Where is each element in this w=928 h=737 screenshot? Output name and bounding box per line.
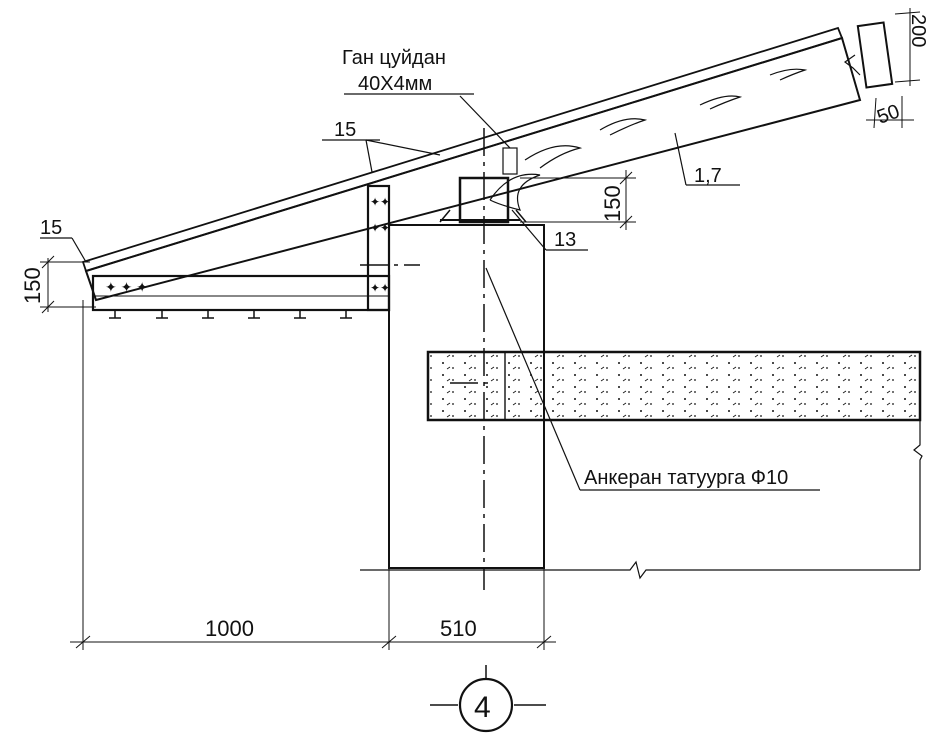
dim-cornice-150: 150	[20, 267, 45, 304]
steel-strap-label-1: Ган цуйдан	[342, 47, 446, 69]
break-lines	[360, 54, 923, 580]
svg-text:✦✦: ✦✦	[370, 195, 390, 209]
dimension-lines	[40, 170, 636, 650]
rafter	[84, 36, 862, 302]
leader-lines	[40, 93, 820, 491]
cornice-box: ✦ ✦ ✦ ✦✦ ✦✦ ✦✦	[91, 184, 390, 319]
dim-rafter-200: 200	[907, 14, 928, 47]
mark-1-7-label: 1,7	[694, 165, 722, 187]
anchor-bolt-label: Анкеран татуурга Ф10	[584, 467, 788, 489]
dim-plate-150: 150	[600, 185, 625, 222]
layer-15-left-label: 15	[40, 217, 62, 239]
detail-marker	[430, 665, 546, 733]
rafter-section	[856, 8, 921, 129]
layer-15-top-label: 15	[334, 119, 356, 141]
svg-text:✦✦: ✦✦	[370, 281, 390, 295]
roof-deck	[81, 26, 844, 273]
concrete-slab	[426, 350, 922, 422]
detail-number: 4	[474, 691, 491, 724]
dim-overhang-1000: 1000	[205, 616, 254, 641]
svg-text:✦ ✦ ✦: ✦ ✦ ✦	[105, 279, 148, 295]
steel-strap-label-2: 40X4мм	[358, 73, 432, 95]
mark-13-label: 13	[554, 229, 576, 251]
dim-rafter-50: 50	[874, 100, 902, 128]
dim-wall-510: 510	[440, 616, 477, 641]
anchor-axis	[360, 128, 488, 590]
svg-text:✦✦: ✦✦	[370, 221, 390, 235]
